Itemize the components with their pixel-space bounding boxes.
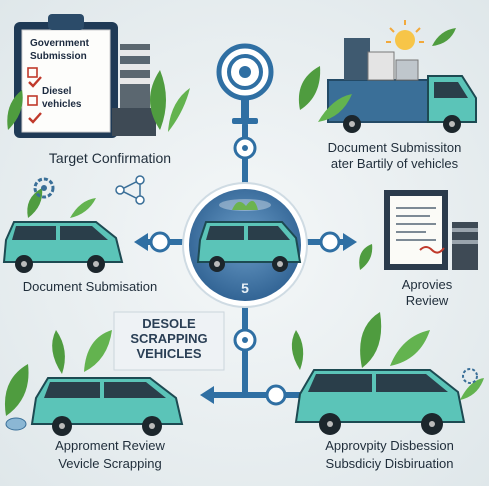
network-icon [115,175,145,205]
leaves-bottom-right [291,312,484,400]
sign-line-3: VEHICLES [136,346,202,361]
document-icon [359,190,478,270]
leaves-bottom-left [4,330,112,416]
van-icon-left [2,188,124,273]
plant-icon [7,70,190,132]
step-subsidy-disbursement: Subsdiciy Disbiruation [325,456,454,471]
step-vehicle-scrapping: Vevicle Scrapping [58,456,162,471]
leaves-top-right [298,28,456,122]
step-document-submission-title: Document Submissiton [327,140,462,155]
connector-nodes [149,136,341,406]
target-icon [216,43,274,124]
arrow-heads [134,233,357,404]
center-badge: 5 [241,280,249,296]
step-approment-review: Approment Review [55,438,165,453]
server-stack-icon [112,44,156,136]
van-icon-bottom-left [5,377,184,436]
step-document-submisation: Document Submisation [22,279,158,294]
sign-line-2: SCRAPPING [130,331,208,346]
gear-icon [33,177,55,199]
clipboard-line-3: Diesel [42,86,72,97]
cargo-truck-icon [327,38,477,133]
clipboard-line-2: Submission [30,51,87,62]
clipboard-line-1: Government [30,38,89,49]
scrapping-sign [113,311,225,371]
van-icon-bottom-right [294,369,466,435]
step-approvies-subtitle: Review [405,293,449,308]
step-document-submission-subtitle: ater Bartily of vehicles [330,156,459,171]
lightbulb-icon [386,20,424,50]
center-van-icon [196,221,302,272]
step-approvpity-disbession: Approvpity Disbession [325,438,454,453]
step-target-confirmation: Target Confirmation [48,150,172,166]
step-approvies-title: Aprovies [401,277,453,292]
clipboard-icon [14,14,118,138]
clipboard-line-4: vehicles [42,99,82,110]
sign-line-1: DESOLE [142,316,196,331]
